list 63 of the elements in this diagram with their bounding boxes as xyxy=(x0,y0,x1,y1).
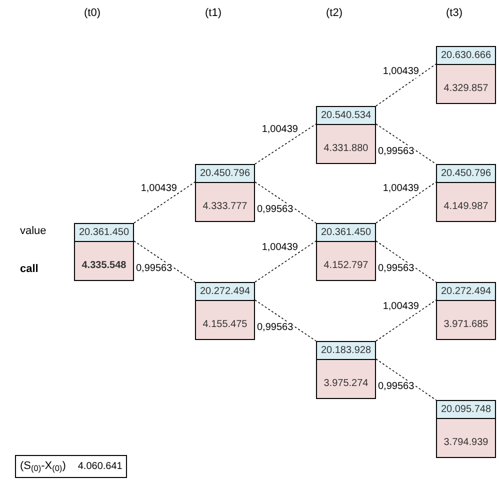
binomial-node xyxy=(316,223,376,281)
stock-price-cell: 20.272.494 xyxy=(437,283,495,301)
call-price-cell: 3.794.939 xyxy=(437,419,495,457)
edge-label: 0,99563 xyxy=(257,322,294,334)
dashed-connector xyxy=(376,240,436,282)
edge-label: 1,00439 xyxy=(262,124,298,136)
binomial-node xyxy=(316,106,376,164)
binomial-node xyxy=(436,282,496,340)
edge-label: 1,00439 xyxy=(262,242,298,254)
time-step-header: (t3) xyxy=(446,6,462,20)
stock-price-cell: 20.630.666 xyxy=(437,47,495,65)
edge-label: 1,00439 xyxy=(140,183,177,195)
dashed-connector xyxy=(376,64,436,106)
binomial-node xyxy=(74,223,134,281)
summary-value: 4.060.641 xyxy=(78,460,122,474)
dashed-connector xyxy=(134,182,196,224)
call-price-cell: 3.975.274 xyxy=(317,360,375,398)
binomial-node xyxy=(316,341,376,399)
binomial-node xyxy=(436,164,496,222)
dashed-connector xyxy=(254,240,316,282)
edge-label: 0,99563 xyxy=(378,263,414,275)
dashed-connector xyxy=(254,300,316,342)
stock-price-cell: 20.450.796 xyxy=(196,165,254,183)
formula-label: (S$_{(0)}$-X$_{(0)}$) xyxy=(20,460,66,473)
call-price-cell: 3.971.685 xyxy=(437,301,495,339)
stock-price-cell: 20.095.748 xyxy=(437,401,495,419)
stock-price-cell: 20.361.450 xyxy=(75,224,133,242)
edge-label: 0,99563 xyxy=(378,381,414,393)
call-price-cell: 4.333.777 xyxy=(196,183,254,221)
dashed-connector xyxy=(376,300,436,342)
dashed-connector xyxy=(376,124,436,164)
edge-label: 0,99563 xyxy=(378,146,414,158)
edge-label: 0,99563 xyxy=(136,263,172,275)
edge-label: 1,00439 xyxy=(382,66,419,78)
time-step-header: (t1) xyxy=(205,6,222,20)
dashed-connector xyxy=(134,240,196,282)
row-label: value xyxy=(20,224,46,238)
dashed-connector xyxy=(376,358,436,400)
call-price-cell: 4.329.857 xyxy=(437,65,495,103)
call-price-cell: 4.155.475 xyxy=(196,301,254,339)
stock-price-cell: 20.540.534 xyxy=(317,107,375,125)
binomial-node xyxy=(195,164,255,222)
binomial-node xyxy=(436,46,496,104)
edge-label: 1,00439 xyxy=(382,183,419,195)
dashed-connector xyxy=(254,124,316,164)
call-price-cell: 4.331.880 xyxy=(317,125,375,163)
stock-price-cell: 20.361.450 xyxy=(317,224,375,242)
call-price-cell: 4.335.548 xyxy=(75,242,133,280)
time-step-header: (t2) xyxy=(326,6,342,20)
call-price-cell: 4.152.797 xyxy=(317,242,375,280)
summary-box xyxy=(15,455,128,478)
binomial-node xyxy=(195,282,255,340)
dashed-connector xyxy=(254,182,316,224)
call-price-cell: 4.149.987 xyxy=(437,183,495,221)
time-step-header: (t0) xyxy=(84,6,100,20)
dashed-connector xyxy=(376,182,436,224)
row-label: call xyxy=(20,262,38,276)
edge-label: 0,99563 xyxy=(257,204,294,216)
stock-price-cell: 20.272.494 xyxy=(196,283,254,301)
edge-label: 1,00439 xyxy=(382,301,419,313)
binomial-node xyxy=(436,400,496,458)
stock-price-cell: 20.183.928 xyxy=(317,342,375,360)
stock-price-cell: 20.450.796 xyxy=(437,165,495,183)
